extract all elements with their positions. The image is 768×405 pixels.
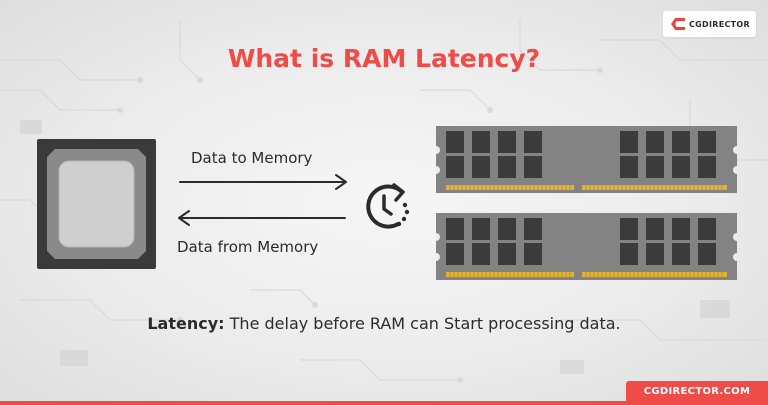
clock-timer-icon [366, 183, 410, 229]
brand-logo-text: CGDIRECTOR [689, 19, 750, 29]
caption-definition: The delay before RAM can Start processin… [224, 314, 621, 333]
cpu-chip-icon [37, 139, 156, 269]
arrow-left-icon [178, 210, 346, 226]
brand-logo-icon [671, 18, 685, 30]
ram-module-top [436, 126, 737, 193]
arrow-right-icon [179, 174, 347, 190]
page-title: What is RAM Latency? [227, 44, 541, 73]
brand-logo: CGDIRECTOR [663, 11, 756, 37]
label-data-to-memory: Data to Memory [191, 149, 313, 167]
footer-accent-line [0, 401, 768, 405]
label-data-from-memory: Data from Memory [177, 238, 319, 256]
ram-module-bottom [436, 213, 737, 280]
latency-caption: Latency: The delay before RAM can Start … [0, 314, 768, 333]
data-flow-arrows [178, 174, 347, 226]
caption-term: Latency: [147, 314, 225, 333]
footer-site-badge: CGDIRECTOR.COM [626, 381, 768, 401]
